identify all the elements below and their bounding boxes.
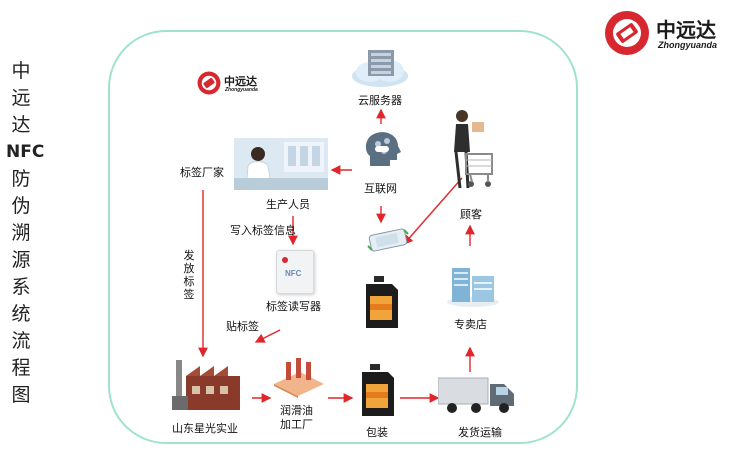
label-packaging: 包装 bbox=[366, 427, 388, 439]
title-char: 流 bbox=[11, 330, 31, 352]
inner-logo-cn: 中远达 bbox=[224, 76, 257, 88]
reader-light-icon bbox=[282, 257, 288, 263]
inner-logo: 中远达 Zhongyuanda bbox=[196, 70, 276, 98]
title-char: 系 bbox=[11, 276, 31, 298]
label-internet: 互联网 bbox=[364, 183, 397, 195]
label-plant-line1: 润滑油 bbox=[280, 405, 313, 417]
cloud-server-icon bbox=[350, 44, 410, 88]
label-reader: 标签读写器 bbox=[266, 301, 321, 313]
label-plant: 润滑油 加工厂 bbox=[280, 404, 313, 432]
label-factory: 山东星光实业 bbox=[172, 423, 238, 435]
internet-icon bbox=[360, 128, 404, 172]
packaging-bottle-icon bbox=[356, 364, 398, 418]
title-char: 中 bbox=[11, 60, 31, 82]
inner-logo-en: Zhongyuanda bbox=[225, 87, 258, 93]
title-char: 程 bbox=[11, 357, 31, 379]
nfc-reader-icon: NFC bbox=[276, 250, 314, 294]
brand-name-cn: 中远达 bbox=[656, 20, 716, 42]
vertical-title: 中 远 达 NFC 防 伪 溯 源 系 统 流 程 图 bbox=[6, 58, 45, 409]
oil-bottle-tagged-icon bbox=[360, 276, 402, 330]
label-issue-tags: 发放标签 bbox=[183, 250, 195, 301]
label-plant-line2: 加工厂 bbox=[280, 419, 313, 431]
title-char: 防 bbox=[11, 168, 31, 190]
shipping-truck-icon bbox=[438, 372, 518, 416]
brand-logo-mark-icon bbox=[605, 11, 649, 55]
label-customer: 顾客 bbox=[460, 209, 482, 221]
reader-brand: NFC bbox=[285, 269, 302, 278]
label-tag-maker: 标签厂家 bbox=[180, 167, 224, 179]
label-shipping: 发货运输 bbox=[458, 427, 502, 439]
brand-name-en: Zhongyuanda bbox=[658, 40, 717, 50]
title-char: 统 bbox=[11, 303, 31, 325]
arrow-attach-tags bbox=[254, 329, 281, 343]
diagram-frame bbox=[108, 30, 578, 444]
label-store: 专卖店 bbox=[454, 319, 487, 331]
title-char: 远 bbox=[11, 87, 31, 109]
title-char: 伪 bbox=[11, 195, 31, 217]
title-char: 溯 bbox=[11, 222, 31, 244]
title-char: NFC bbox=[6, 142, 45, 162]
label-write-info: 写入标签信息 bbox=[230, 225, 296, 237]
phone-nfc-icon bbox=[366, 226, 410, 254]
processing-plant-icon bbox=[270, 358, 328, 398]
inner-logo-mark-icon bbox=[197, 71, 221, 95]
store-icon bbox=[446, 262, 500, 308]
title-char: 图 bbox=[11, 384, 31, 406]
customer-icon bbox=[446, 108, 496, 194]
title-char: 源 bbox=[11, 249, 31, 271]
production-staff-photo bbox=[234, 138, 328, 190]
label-cloud: 云服务器 bbox=[358, 95, 402, 107]
brand-logo: 中远达 Zhongyuanda bbox=[602, 8, 728, 58]
label-attach-tags: 贴标签 bbox=[226, 321, 259, 333]
arrow-customer-to-phone bbox=[403, 177, 463, 246]
label-production-staff: 生产人员 bbox=[266, 199, 310, 211]
factory-icon bbox=[170, 358, 246, 412]
title-char: 达 bbox=[11, 114, 31, 136]
